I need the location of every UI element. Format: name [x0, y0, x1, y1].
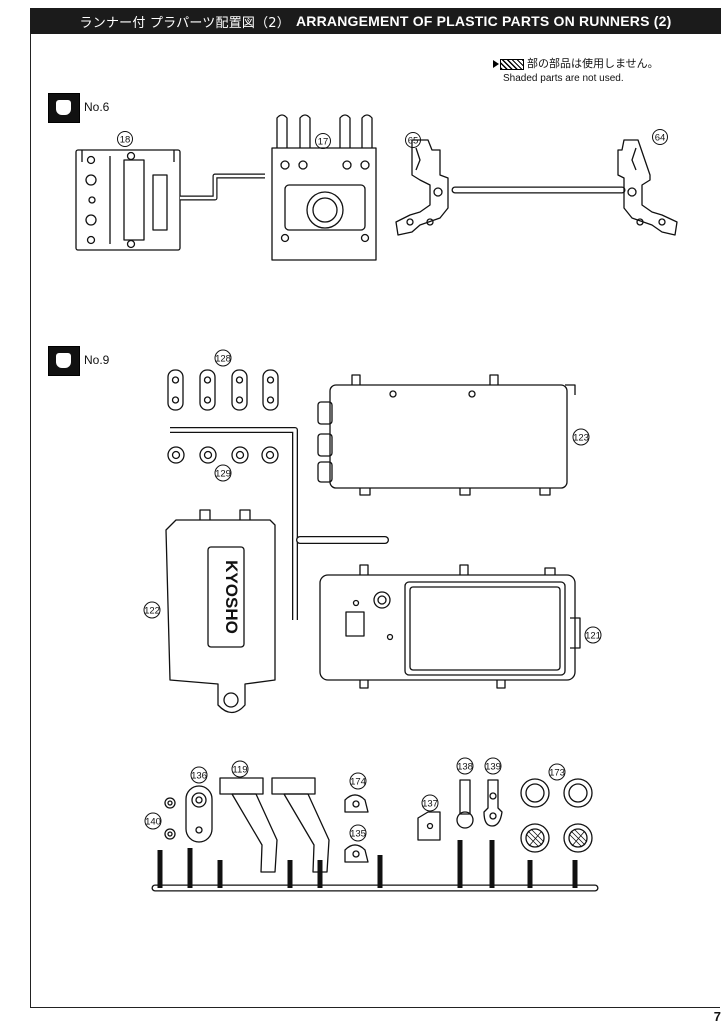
- label-137: 137: [421, 794, 439, 812]
- svg-text:138: 138: [457, 762, 473, 773]
- svg-text:139: 139: [485, 762, 501, 773]
- label-135: 135: [349, 824, 367, 842]
- hatch-swatch-icon: [500, 58, 524, 70]
- page-header: ランナー付 プラパーツ配置図（2） ARRANGEMENT OF PLASTIC…: [30, 8, 721, 34]
- svg-text:140: 140: [145, 817, 161, 828]
- label-121: 121: [584, 626, 602, 644]
- label-129: 129: [214, 464, 232, 482]
- runner-label-no9: No.9: [84, 353, 110, 367]
- kyosho-logo: KYOSHO: [222, 560, 241, 634]
- label-173: 173: [548, 763, 566, 781]
- label-122: 122: [143, 601, 161, 619]
- part-174: [344, 794, 369, 813]
- header-title-jp: ランナー付 プラパーツ配置図（2）: [79, 15, 290, 31]
- label-128: 128: [214, 349, 232, 367]
- svg-text:137: 137: [422, 799, 438, 810]
- page-number: 7: [713, 1009, 721, 1024]
- part-122: KYOSHO: [165, 509, 276, 714]
- svg-text:136: 136: [191, 771, 207, 782]
- part-121: [319, 564, 581, 689]
- legend-jp: 部の部品は使用しません。: [527, 57, 659, 70]
- svg-text:174: 174: [350, 777, 366, 788]
- svg-text:122: 122: [144, 606, 160, 617]
- part-136: [185, 785, 213, 843]
- runner-bag-icon: [48, 346, 80, 376]
- label-140: 140: [144, 812, 162, 830]
- arrow-icon: [493, 60, 499, 68]
- label-123: 123: [572, 428, 590, 446]
- part-18: [75, 149, 181, 251]
- legend-en: Shaded parts are not used.: [503, 73, 624, 84]
- label-138: 138: [456, 757, 474, 775]
- svg-text:18: 18: [120, 135, 131, 146]
- header-title-en: ARRANGEMENT OF PLASTIC PARTS ON RUNNERS …: [295, 13, 672, 29]
- part-138: [456, 779, 474, 829]
- svg-text:123: 123: [573, 433, 589, 444]
- svg-text:64: 64: [655, 133, 666, 144]
- part-173: [520, 778, 593, 853]
- svg-text:65: 65: [408, 136, 419, 147]
- part-139: [483, 779, 503, 827]
- runner-label-no6: No.6: [84, 100, 110, 114]
- label-139: 139: [484, 757, 502, 775]
- svg-text:173: 173: [549, 768, 565, 779]
- part-65: [395, 139, 449, 236]
- label-119: 119: [231, 760, 249, 778]
- svg-text:119: 119: [232, 765, 247, 776]
- svg-text:128: 128: [215, 354, 231, 365]
- label-64: 64: [652, 129, 668, 145]
- svg-text:17: 17: [318, 137, 329, 148]
- svg-text:129: 129: [215, 469, 231, 480]
- part-119: [219, 777, 330, 873]
- label-17: 17: [315, 133, 331, 149]
- part-129: [167, 446, 279, 464]
- svg-text:121: 121: [585, 631, 601, 642]
- page-frame: [30, 34, 720, 1008]
- runner-bag-icon: [48, 93, 80, 123]
- part-number-labels: 18 17 65 64 128 129 123 122 121 136 119 …: [117, 129, 668, 842]
- legend: 部の部品は使用しません。: [493, 55, 659, 71]
- label-18: 18: [117, 131, 133, 147]
- part-135: [344, 844, 369, 863]
- part-123: [317, 374, 576, 496]
- part-137: [417, 811, 441, 841]
- part-128: [167, 369, 279, 411]
- label-65: 65: [405, 132, 421, 148]
- part-140: [164, 797, 176, 840]
- svg-text:135: 135: [350, 829, 366, 840]
- label-174: 174: [349, 772, 367, 790]
- part-64: [617, 139, 678, 236]
- label-136: 136: [190, 766, 208, 784]
